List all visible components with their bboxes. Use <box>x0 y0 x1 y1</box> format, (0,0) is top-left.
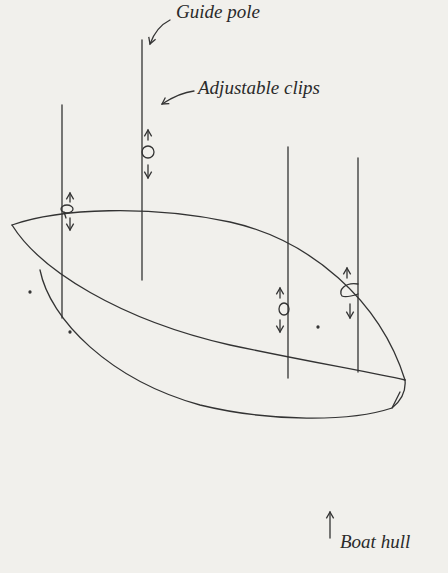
leader-arrow <box>150 20 170 44</box>
leader-arrow <box>162 91 194 104</box>
hull-rim <box>12 211 405 380</box>
hull-body <box>40 270 405 418</box>
part-label: Adjustable clips <box>198 78 320 99</box>
leader-arrow <box>329 512 330 538</box>
part-label: Boat hull <box>340 532 410 553</box>
clip <box>341 284 358 297</box>
clip <box>279 303 289 315</box>
hull-stern <box>392 392 400 408</box>
adjust-arrows <box>70 130 350 332</box>
clip <box>61 205 73 213</box>
part-label: Guide pole <box>176 2 260 23</box>
clip <box>142 146 154 158</box>
guide-pole <box>287 147 288 378</box>
guide-pole <box>141 40 142 280</box>
guide-pole <box>357 158 358 372</box>
clip <box>64 212 66 218</box>
hull-rim <box>12 225 405 380</box>
